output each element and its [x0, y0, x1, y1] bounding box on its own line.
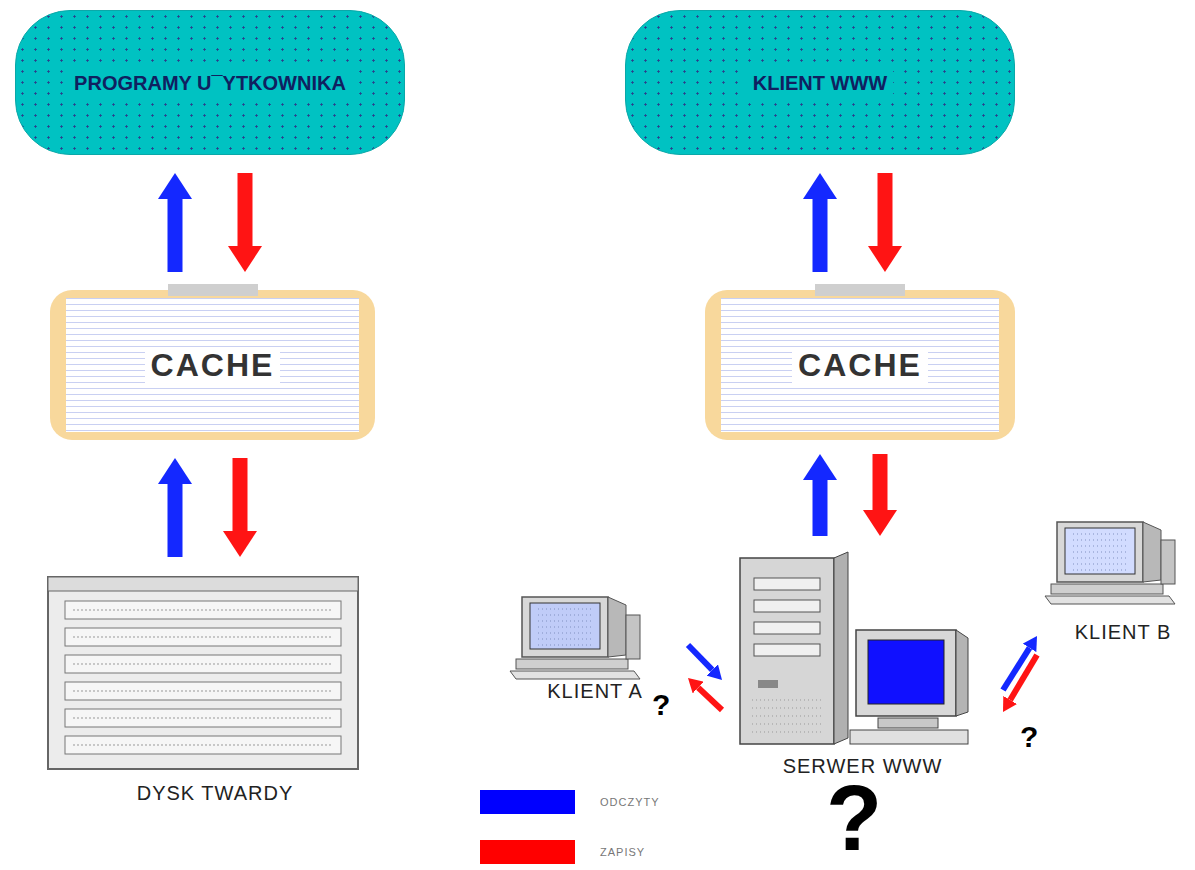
write-arrow: [233, 458, 248, 531]
cache-tab: [168, 284, 258, 296]
cache-tab: [815, 284, 905, 296]
client-box: KLIENT WWW: [625, 10, 1015, 155]
question-mark: ?: [652, 690, 670, 720]
write-arrow: [238, 173, 253, 246]
computer-icon: [508, 595, 658, 685]
read-arrow: [688, 645, 712, 670]
cache-box: CACHE: [705, 290, 1015, 440]
hard-disk: DYSK TWARDY: [43, 575, 387, 805]
legend-text: ZAPISY: [600, 846, 645, 858]
question-mark: ?: [826, 772, 882, 864]
write-arrow: [1010, 655, 1037, 700]
write-arrow: [878, 173, 893, 246]
legend-text: ODCZYTY: [600, 796, 660, 808]
cache-box: CACHE: [50, 290, 375, 440]
legend-swatch: [480, 840, 575, 864]
read-arrow: [813, 480, 828, 536]
read-arrow: [813, 199, 828, 272]
question-mark: ?: [1020, 722, 1038, 752]
write-arrow: [873, 454, 888, 510]
write-arrow: [698, 688, 722, 710]
legend-swatch: [480, 790, 575, 814]
cache-label: CACHE: [145, 347, 281, 384]
web-server: SERWER WWW: [728, 550, 997, 778]
server-drawing: [728, 550, 973, 750]
disk-drawing: [43, 575, 363, 775]
cache-label: CACHE: [792, 347, 928, 384]
device-label: DYSK TWARDY: [43, 782, 387, 805]
program-box: PROGRAMY U¯YTKOWNIKA: [15, 10, 405, 155]
computer-icon: [1043, 520, 1179, 610]
client-computer: KLIENT A: [508, 595, 682, 703]
box-label: KLIENT WWW: [747, 68, 893, 98]
box-label: PROGRAMY U¯YTKOWNIKA: [68, 68, 352, 98]
read-arrow: [168, 484, 183, 557]
device-label: KLIENT B: [1043, 621, 1195, 644]
client-computer: KLIENT B: [1043, 520, 1195, 644]
read-arrow: [168, 199, 183, 272]
